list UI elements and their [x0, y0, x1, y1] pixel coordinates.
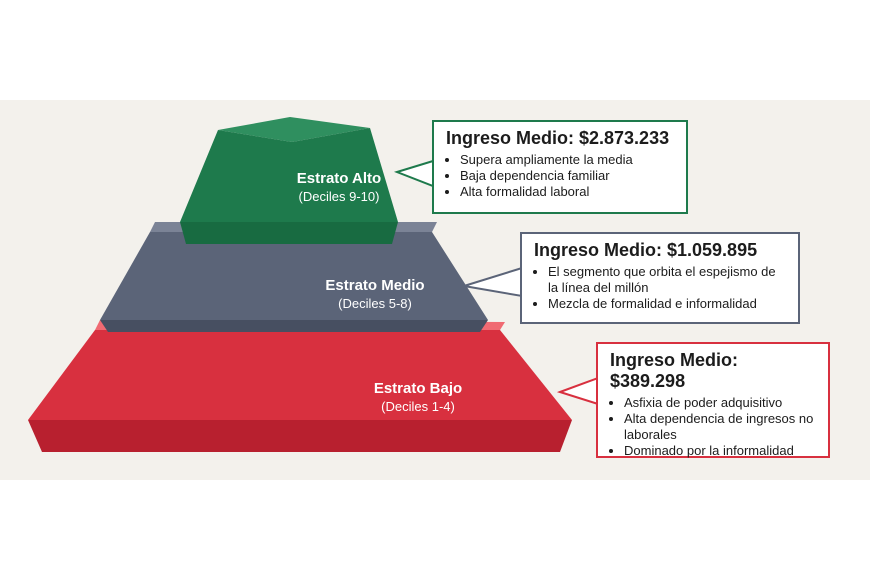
callout-alto-bullet: Supera ampliamente la media: [460, 152, 674, 168]
callout-medio-bullet: Mezcla de formalidad e informalidad: [548, 296, 786, 312]
tier-medio-name: Estrato Medio: [325, 277, 425, 294]
callout-alto-bullet: Alta formalidad laboral: [460, 184, 674, 200]
callout-medio: Ingreso Medio: $1.059.895 El segmento qu…: [520, 232, 800, 324]
tier-bajo-bottom-edge: [28, 420, 572, 452]
callout-medio-bullets: El segmento que orbita el espejismo de l…: [534, 264, 786, 312]
tier-bajo-name: Estrato Bajo: [373, 380, 463, 397]
callout-medio-pointer: [463, 266, 523, 298]
tier-bajo-label: Estrato Bajo (Deciles 1-4): [348, 380, 488, 414]
callout-bajo-bullet: Alta dependencia de ingresos no laborale…: [624, 411, 816, 443]
callout-bajo-bullet: Asfixia de poder adquisitivo: [624, 395, 816, 411]
tier-alto-deciles: (Deciles 9-10): [298, 189, 380, 204]
callout-alto-bullet: Baja dependencia familiar: [460, 168, 674, 184]
tier-medio-deciles: (Deciles 5-8): [338, 296, 412, 311]
tier-alto-top-face: [218, 117, 370, 142]
tier-medio-front-face: [100, 232, 488, 320]
tier-alto-shape: [180, 117, 398, 244]
callout-medio-bullet: El segmento que orbita el espejismo de l…: [548, 264, 786, 296]
tier-alto-bottom-edge: [180, 222, 398, 244]
callout-alto: Ingreso Medio: $2.873.233 Supera ampliam…: [432, 120, 688, 214]
tier-bajo-front-face: [28, 330, 572, 420]
tier-alto-front-face: [180, 128, 398, 222]
callout-bajo: Ingreso Medio: $389.298 Asfixia de poder…: [596, 342, 830, 458]
tier-alto-label: Estrato Alto (Deciles 9-10): [268, 170, 410, 204]
callout-bajo-title: Ingreso Medio: $389.298: [610, 350, 739, 391]
tier-medio-label: Estrato Medio (Deciles 5-8): [300, 277, 450, 311]
callout-bajo-bullets: Asfixia de poder adquisitivo Alta depend…: [610, 395, 816, 459]
tier-medio-bottom-edge: [100, 320, 488, 332]
callout-medio-title: Ingreso Medio: $1.059.895: [534, 240, 758, 260]
callout-bajo-pointer: [556, 376, 599, 406]
tier-alto-name: Estrato Alto: [296, 170, 382, 187]
tier-bajo-shape: [28, 320, 572, 452]
callout-bajo-bullet: Dominado por la informalidad: [624, 443, 816, 459]
tier-bajo-deciles: (Deciles 1-4): [381, 399, 455, 414]
callout-alto-bullets: Supera ampliamente la media Baja depende…: [446, 152, 674, 200]
callout-alto-title: Ingreso Medio: $2.873.233: [446, 128, 670, 148]
